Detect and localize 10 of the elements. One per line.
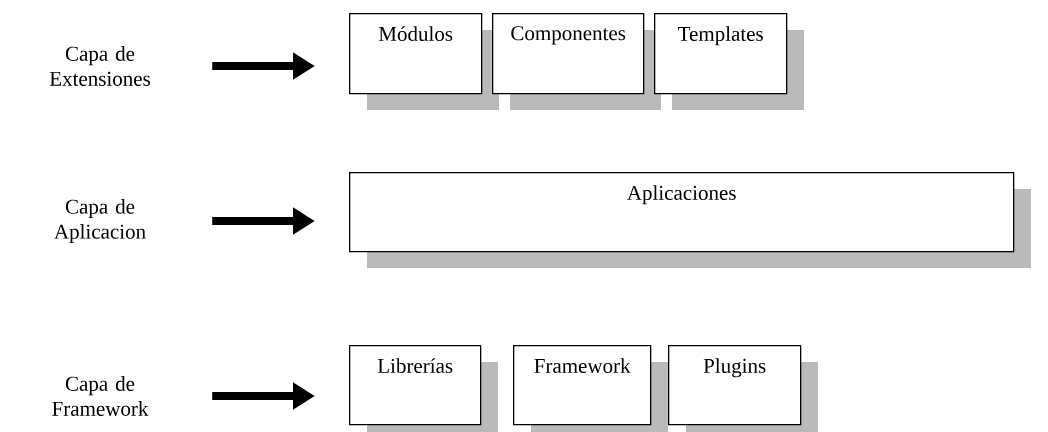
component-box: Plugins: [668, 345, 818, 432]
component-box: Aplicaciones: [349, 172, 1031, 268]
layer-label: Capa de Framework: [52, 376, 149, 416]
component-box: Librerías: [349, 345, 498, 432]
component-box: Framework: [513, 345, 668, 432]
layer-label: Capa de Aplicacion: [54, 199, 146, 243]
component-box: Componentes: [492, 13, 661, 110]
layer-label: Capa de Extensiones: [49, 46, 150, 86]
component-box: Módulos: [349, 13, 499, 110]
component-box: Templates: [654, 13, 804, 110]
